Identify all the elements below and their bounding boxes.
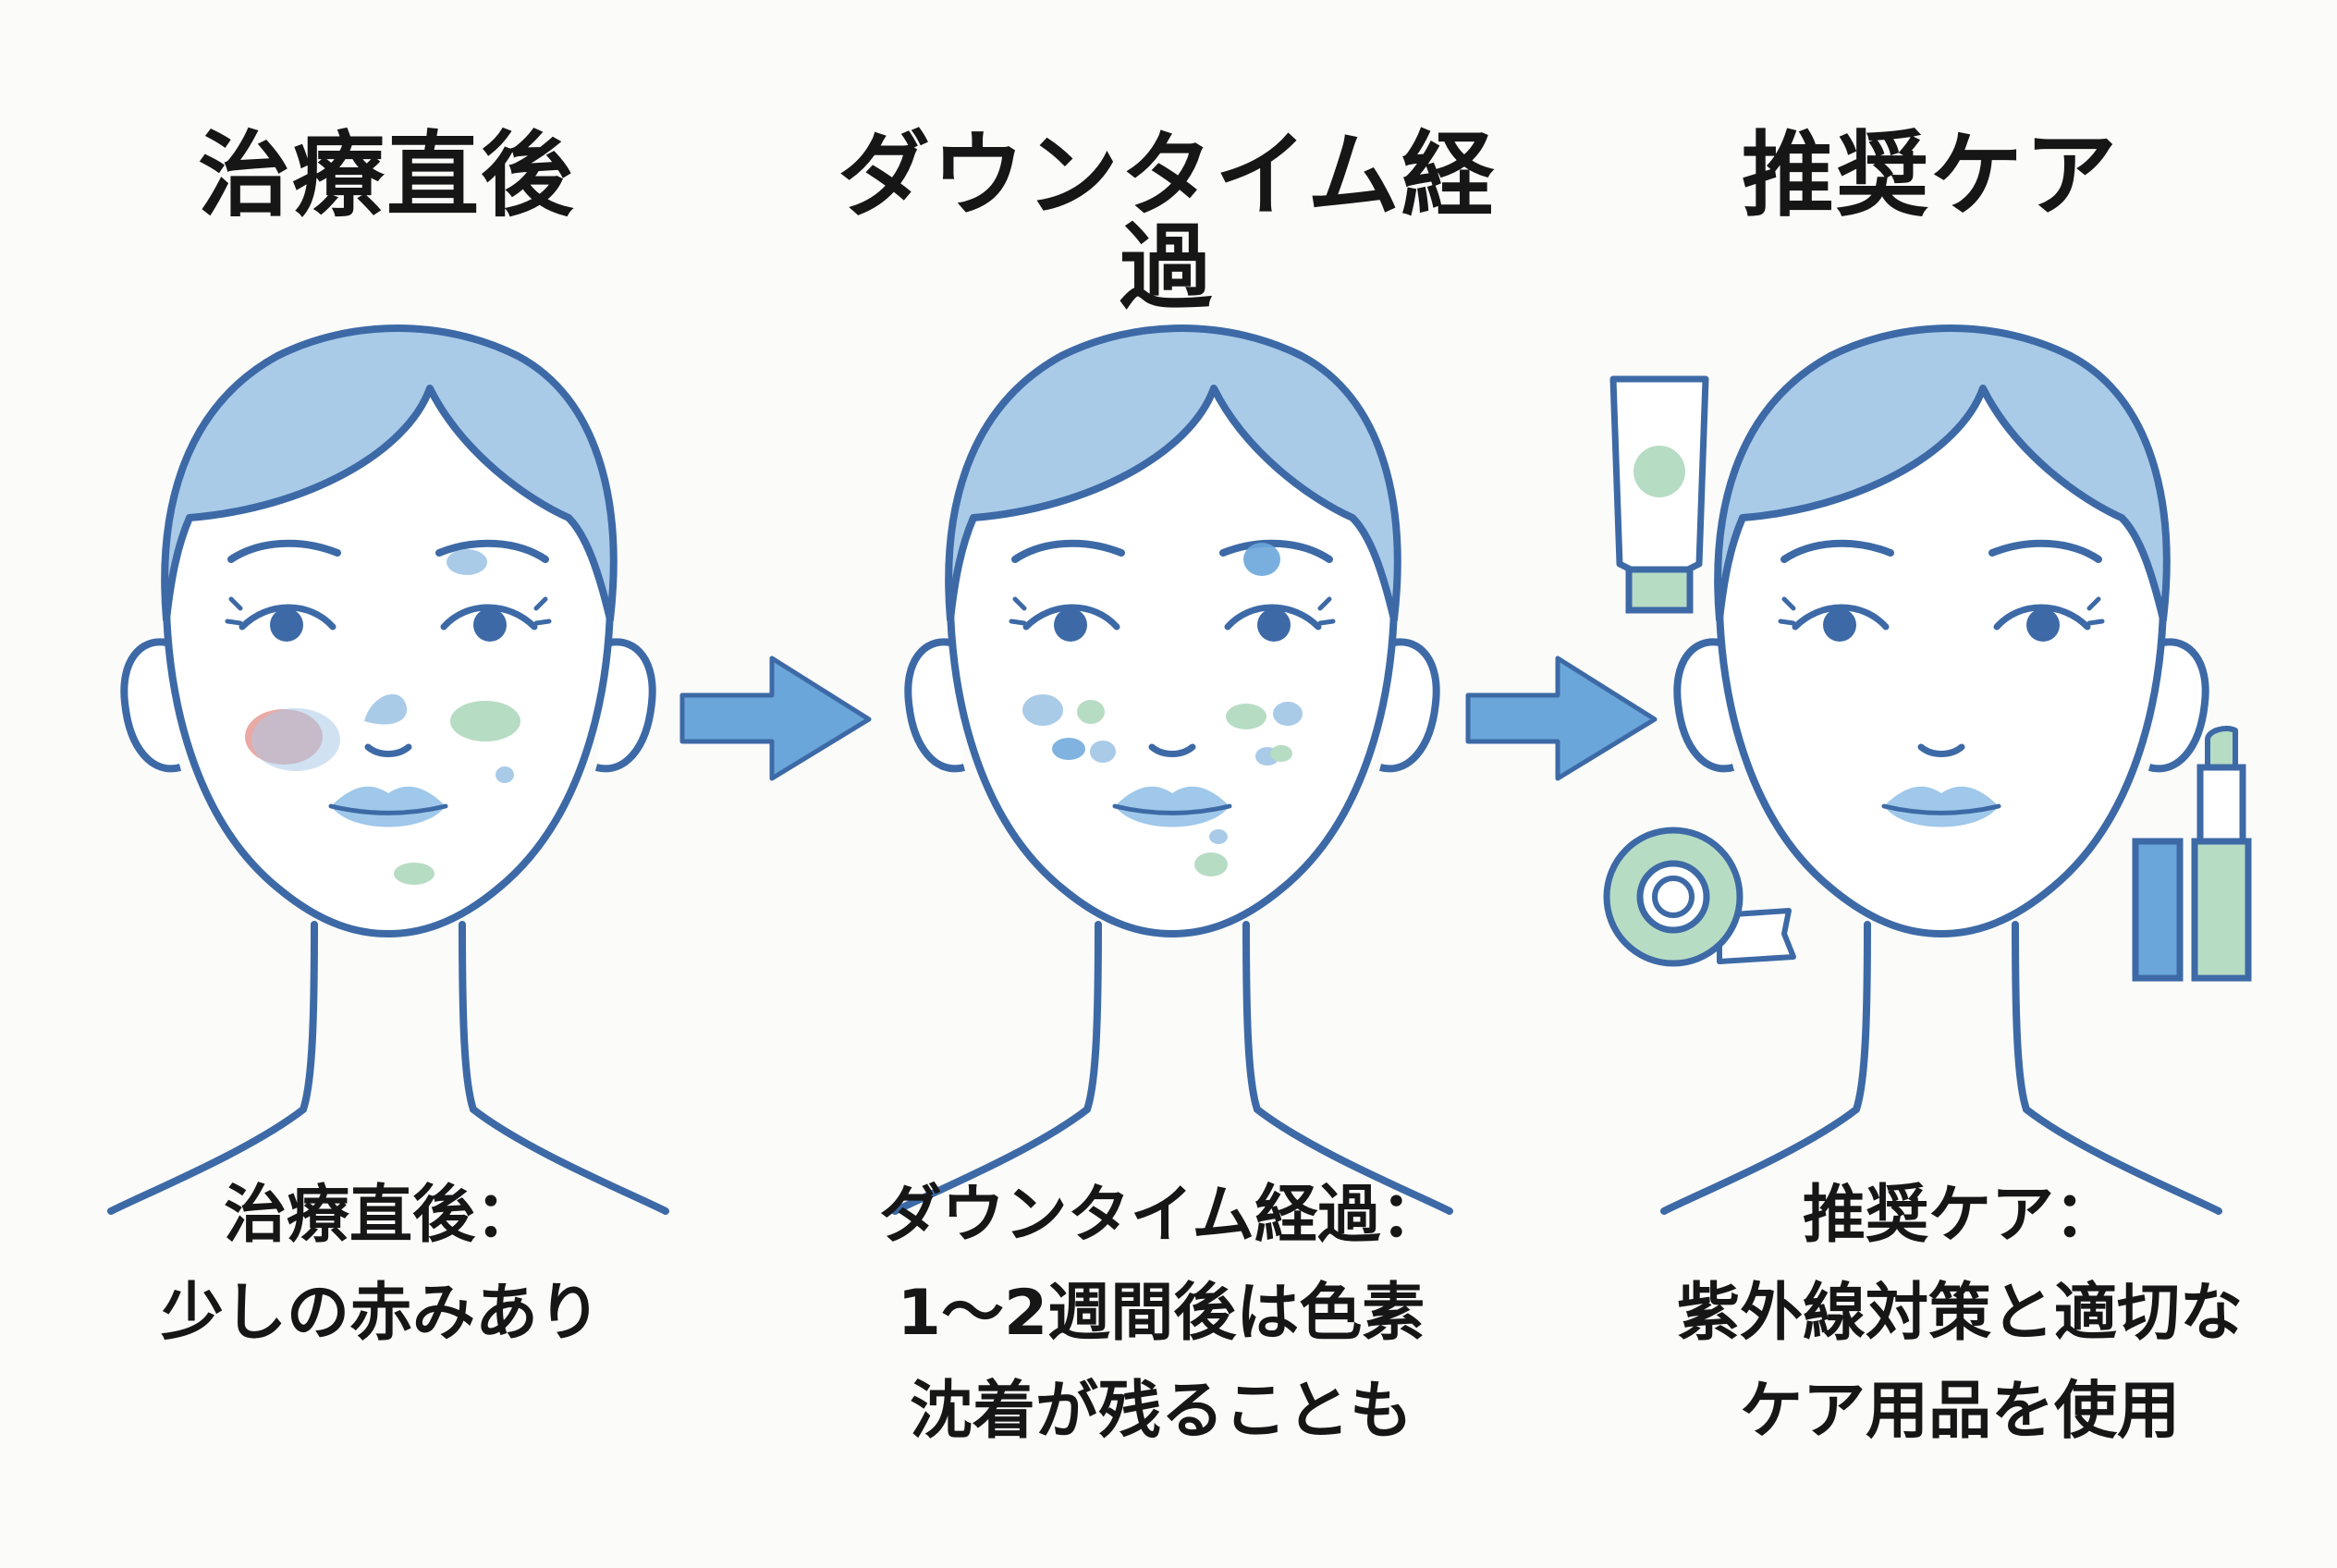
green-spot [450,701,520,741]
blue-spot [496,766,514,783]
caption-line: 沈着が残ることも [909,1375,1413,1448]
caption-line: 少しの赤みあり [160,1277,601,1350]
blue-spot [251,708,340,771]
face-care [1664,328,2219,1211]
face-downtime [895,328,1450,1211]
face-immediate [111,328,666,1211]
caption-line: ダウンタイム経過： [878,1179,1444,1252]
caption-line: 紫外線対策と適切な [1676,1277,2243,1350]
caption-line: 1〜2週間後は色素 [897,1277,1425,1350]
blue-spot [364,693,408,725]
blue-spot [1090,741,1116,763]
green-spot [1077,700,1105,724]
caption-immediate: 治療直後： 少しの赤みあり [30,1167,732,1363]
green-spot [1270,745,1292,762]
arrow-right-icon [1465,655,1658,781]
caption-line: 治療直後： [223,1179,538,1252]
green-spot [394,863,434,885]
arrow-right-icon [679,655,872,781]
blue-spot [447,549,487,575]
blue-spot [1022,694,1063,726]
stage-title-downtime: ダウンタイム経過 [838,121,1496,322]
sunscreen-tube-icon [1609,375,1709,614]
stage-title-immediate: 治療直後 [198,121,575,229]
stage-title-care: 推奨ケア [1742,121,2119,229]
tape-roll-icon [1603,827,1796,967]
green-spot [1194,852,1228,876]
caption-line: ケア用品を使用 [1739,1375,2180,1448]
lipstick-icon [2132,726,2252,982]
blue-spot [1243,543,1280,576]
green-spot [1226,704,1266,729]
blue-spot [1052,738,1085,760]
caption-care: 推奨ケア： 紫外線対策と適切な ケア用品を使用 [1609,1167,2311,1461]
caption-line: 推奨ケア： [1802,1179,2117,1252]
blue-spot [1209,829,1228,844]
caption-downtime: ダウンタイム経過： 1〜2週間後は色素 沈着が残ることも [810,1167,1512,1461]
blue-spot [1273,702,1303,726]
